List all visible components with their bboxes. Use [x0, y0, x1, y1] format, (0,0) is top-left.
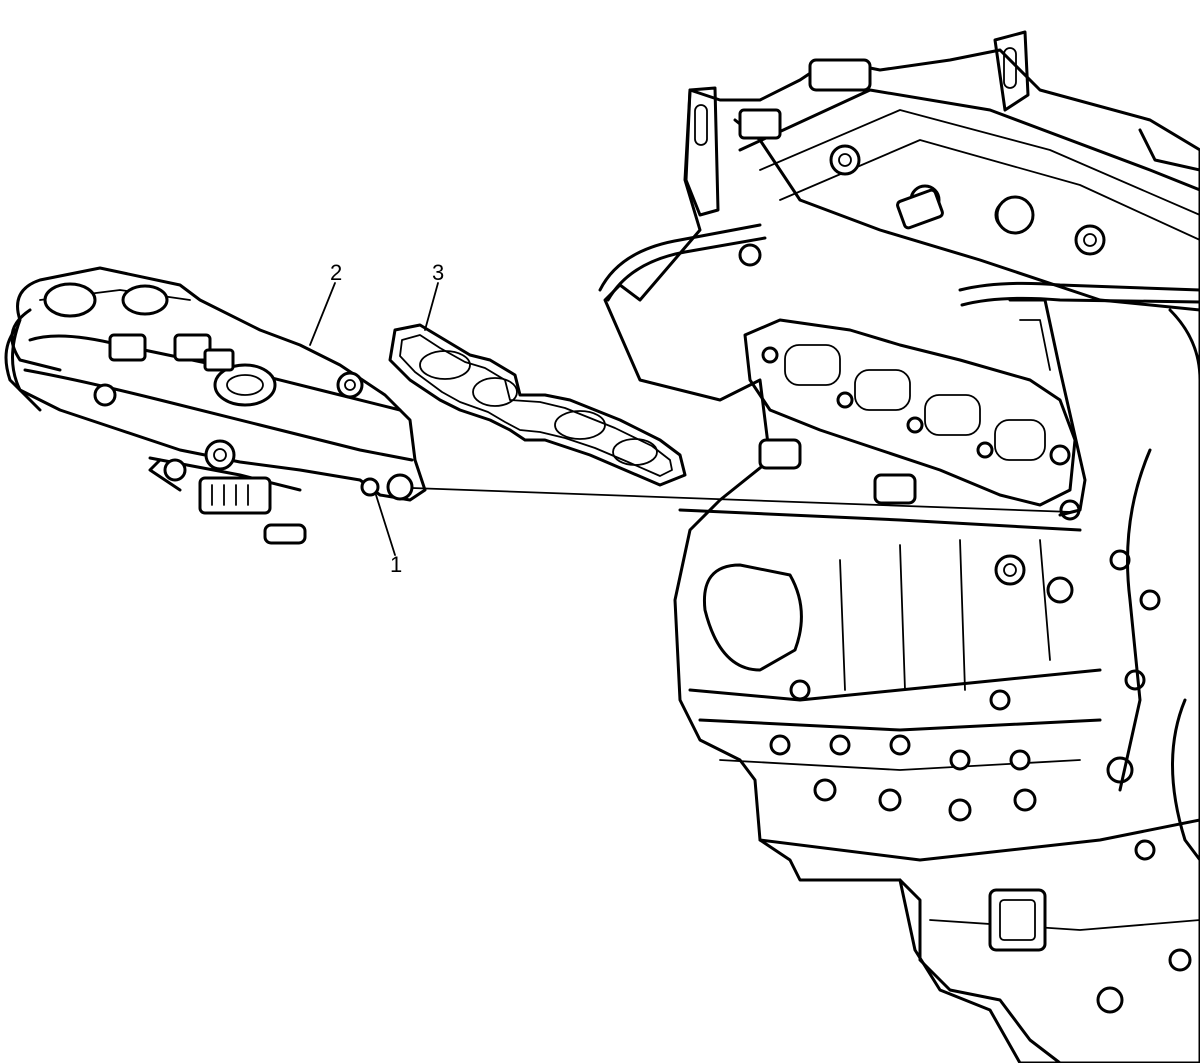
callout-2: 2 — [330, 260, 342, 285]
leader-lines — [309, 282, 1073, 556]
engine-block — [598, 30, 1200, 1063]
intake-manifold — [4, 266, 427, 545]
callout-3: 3 — [432, 260, 444, 285]
callout-1: 1 — [390, 552, 402, 577]
intake-gasket — [388, 323, 687, 487]
manifold-bolt — [360, 477, 380, 497]
